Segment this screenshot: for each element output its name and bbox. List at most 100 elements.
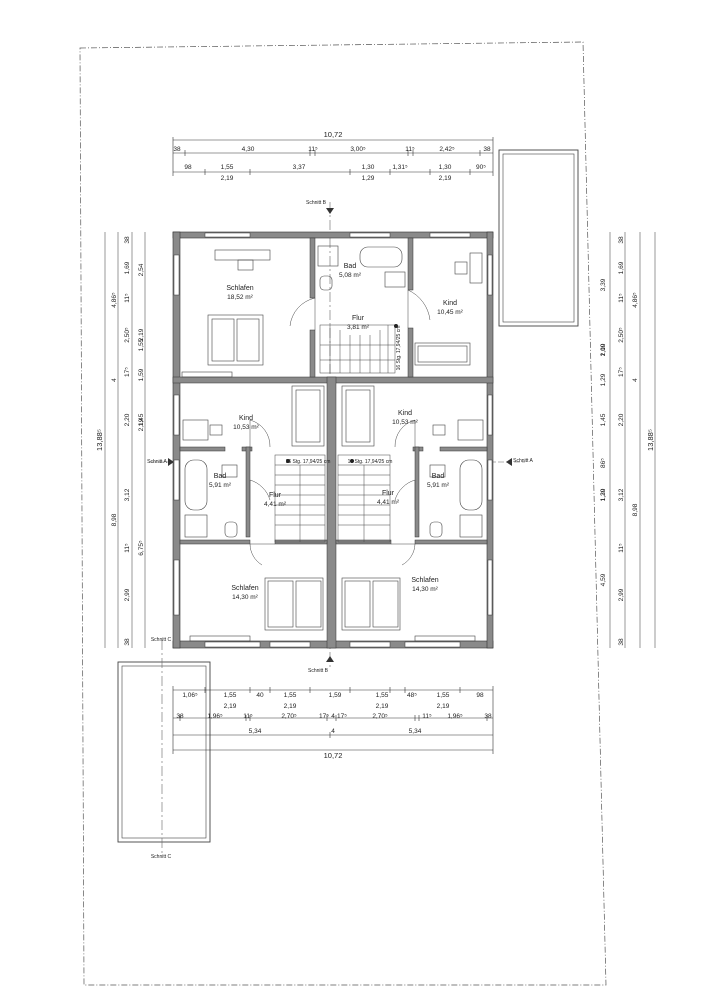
dim-left-col2: 1,69 (124, 261, 131, 274)
dim-left-col2: 2,99 (124, 588, 131, 601)
dim-right-outer: 8,98 (632, 503, 639, 516)
dim-bottom-row2: 17⁵ (319, 713, 329, 720)
balcony-top-right (498, 149, 579, 327)
dim-left-col2: 2,20 (124, 413, 131, 426)
windows (173, 232, 493, 648)
dim-left-col2: 2,50⁵ (124, 327, 131, 343)
dim-right-col2: 38 (618, 638, 625, 646)
room-area-right-bad: 5,91 m² (427, 482, 450, 489)
room-name-left-schlafen: Schlafen (231, 585, 258, 592)
dim-right-col2: 11⁵ (618, 293, 625, 303)
stair-right (337, 454, 391, 543)
section-label-b-top: Schnitt B (306, 200, 327, 206)
room-area-right-flur: 4,41 m² (377, 499, 400, 506)
room-name-left-kind: Kind (239, 415, 253, 422)
dim-top-row3-upper: 1,30 (362, 164, 375, 171)
stair-arrows (286, 324, 398, 463)
dim-right-col3: 1,29 (600, 373, 607, 386)
dim-top-row2: 38 (483, 146, 491, 153)
room-area-left-kind: 10,53 m² (233, 424, 259, 431)
dimension-ticks (172, 137, 494, 754)
dim-bottom-row2: 1,96⁵ (447, 713, 463, 720)
dim-right-col2: 38 (618, 236, 625, 244)
stair-left (274, 454, 326, 543)
furniture (181, 245, 484, 642)
room-name-left-bad: Bad (214, 473, 227, 480)
dim-right-col2: 2,50⁵ (618, 327, 625, 343)
dim-top-row3-lower: 1,29 (362, 175, 375, 182)
dim-bottom-row1-upper: 1,59 (329, 692, 342, 699)
dim-bottom-row2: 38 (176, 713, 184, 720)
section-arrow-b-top (326, 208, 334, 214)
dim-right-col2: 11⁵ (618, 543, 625, 553)
dim-left-col3: 2,19 (138, 418, 145, 431)
room-name-right-flur: Flur (382, 490, 395, 497)
section-label-b-bottom: Schnitt B (308, 668, 329, 674)
dim-bottom-row2: 38 (484, 713, 492, 720)
dim-top-row2: 2,42⁵ (439, 146, 455, 153)
dim-right-outer: 4 (632, 378, 639, 382)
stair-top (319, 324, 396, 374)
room-area-top-kind: 10,45 m² (437, 309, 463, 316)
dim-left-outer: 4,86⁵ (111, 292, 118, 308)
dim-bottom-row2: 4 (331, 713, 335, 720)
dim-right-col3: 1,30 (600, 488, 607, 501)
dimension-lines (104, 139, 656, 751)
dim-top-row2: 11⁵ (308, 146, 318, 153)
dim-left-col2: 17⁵ (124, 367, 131, 377)
dim-left-outer: 4 (111, 378, 118, 382)
dim-left-col2: 11⁵ (124, 543, 131, 553)
dim-left-col3: 2,19 (138, 328, 145, 341)
dim-bottom-row1-upper: 1,55 (376, 692, 389, 699)
dim-bottom-total: 10,72 (324, 751, 343, 760)
dim-top-row2: 4,30 (242, 146, 255, 153)
room-area-left-schlafen: 14,30 m² (232, 594, 258, 601)
dim-bottom-row1-lower: 2,19 (437, 703, 450, 710)
dim-top-row3-upper: 1,55 (221, 164, 234, 171)
dim-top-row2: 38 (173, 146, 181, 153)
dim-bottom-row2: 17⁵ (337, 713, 347, 720)
section-arrow-b-bottom (326, 656, 334, 662)
dim-bottom-row2: 11⁵ (422, 713, 432, 720)
section-label-c-bottom: Schnitt C (151, 854, 172, 860)
room-name-top-flur: Flur (352, 315, 365, 322)
dim-top-row2: 11⁵ (405, 146, 415, 153)
dim-top-row3-upper: 90⁵ (476, 164, 486, 171)
room-name-right-bad: Bad (432, 473, 445, 480)
dim-bottom-row1-upper: 40 (256, 692, 264, 699)
room-area-left-bad: 5,91 m² (209, 482, 232, 489)
dim-right-col3: 1,00 (600, 343, 607, 356)
dim-left-col3: 1,45 (138, 413, 145, 426)
dim-bottom-row2: 2,70⁵ (372, 713, 388, 720)
dim-bottom-row1-lower: 2,19 (376, 703, 389, 710)
stair-note-top: 16 Stg. 17,94/25 cm (396, 326, 402, 371)
dim-bottom-row3: 5,34 (249, 728, 262, 735)
dim-top-row3-upper: 98 (184, 164, 192, 171)
section-arrow-a-right (506, 458, 512, 466)
dim-top-row3-upper: 1,30 (439, 164, 452, 171)
dim-bottom-row1-upper: 1,55 (284, 692, 297, 699)
stair-note-right: 16 Stg. 17,94/25 cm (348, 459, 393, 465)
room-name-top-schlafen: Schlafen (226, 285, 253, 292)
section-arrow-a-left (168, 458, 174, 466)
dim-bottom-row1-lower: 2,19 (224, 703, 237, 710)
dim-bottom-row1-upper: 98 (476, 692, 484, 699)
dim-right-col2: 1,69 (618, 261, 625, 274)
room-name-top-bad: Bad (344, 263, 357, 270)
section-label-a-left: Schnitt A (147, 459, 167, 465)
dim-bottom-row2: 1,96⁵ (207, 713, 223, 720)
room-name-left-flur: Flur (269, 492, 282, 499)
dim-bottom-row1-upper: 1,06⁵ (182, 692, 198, 699)
dim-left-col3: 1,55 (138, 338, 145, 351)
section-label-a-right: Schnitt A (513, 458, 533, 464)
dim-right-outer: 4,86⁵ (632, 292, 639, 308)
dim-left-col3: 1,59 (138, 368, 145, 381)
dim-bottom-row1-upper: 48⁵ (407, 692, 417, 699)
dim-bottom-row3: 4 (331, 728, 335, 735)
dim-right-col3: 86⁵ (600, 458, 607, 468)
room-area-top-schlafen: 18,52 m² (227, 294, 253, 301)
dim-top-row3-upper: 1,31⁵ (392, 164, 408, 171)
dim-bottom-row3: 5,34 (409, 728, 422, 735)
balcony-top-right-inner (502, 153, 575, 323)
room-name-top-kind: Kind (443, 300, 457, 307)
